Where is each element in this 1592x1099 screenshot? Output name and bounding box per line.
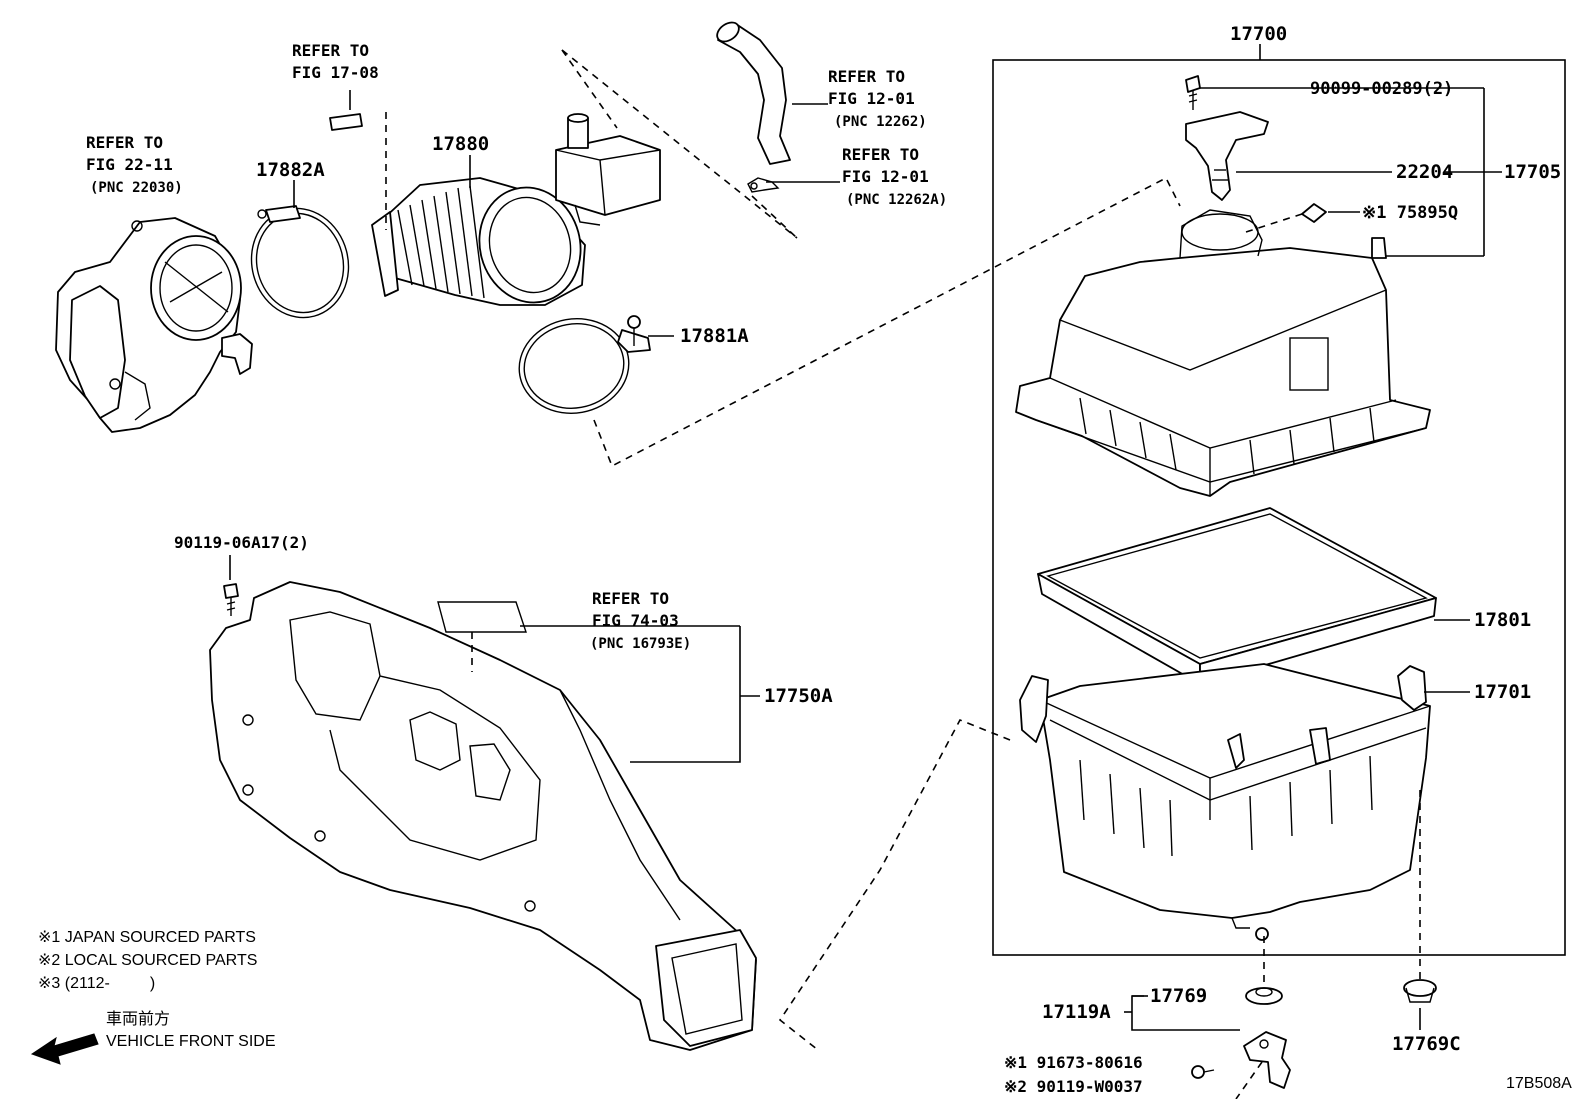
ref-fig1201b-line3: (PNC 12262A) xyxy=(846,192,947,208)
ref-fig1201b-line2: FIG 12-01 xyxy=(842,167,929,186)
callout-75895q: ※1 75895Q xyxy=(1362,203,1458,223)
legend-local-sourced: ※2 LOCAL SOURCED PARTS xyxy=(38,952,257,969)
ref-fig1708-line1: REFER TO xyxy=(292,41,369,60)
ref-fig1708-line2: FIG 17-08 xyxy=(292,63,379,82)
airflow-meter-22204-drawing xyxy=(1185,111,1269,201)
ref-fig2211-line3: (PNC 22030) xyxy=(90,180,183,196)
callout-17881a: 17881A xyxy=(680,325,749,347)
bolt-bottom-drawing xyxy=(1191,1065,1215,1079)
ref-fig2211-line1: REFER TO xyxy=(86,133,163,152)
resonator-drawing xyxy=(555,113,661,226)
callout-17882a: 17882A xyxy=(256,159,325,181)
bolt-90119-06a17-drawing xyxy=(223,583,239,616)
callout-90099-00289: 90099-00289(2) xyxy=(1310,79,1453,99)
ref-fig1201a-line3: (PNC 12262) xyxy=(834,114,927,130)
assembly-box-17700 xyxy=(992,59,1566,956)
grommet-17769c-drawing xyxy=(1403,979,1437,1003)
callout-90119-06a17: 90119-06A17(2) xyxy=(174,533,309,552)
vehicle-front-arrow-icon xyxy=(30,1033,99,1065)
ref-fig1201b-line1: REFER TO xyxy=(842,145,919,164)
callout-90119-w0037: ※2 90119-W0037 xyxy=(1004,1077,1143,1096)
clamp-17882a-drawing xyxy=(250,205,350,319)
callout-17705: 17705 xyxy=(1504,161,1561,183)
callout-17880: 17880 xyxy=(432,133,489,155)
callout-17801: 17801 xyxy=(1474,609,1531,631)
ref-fig1201a-line1: REFER TO xyxy=(828,67,905,86)
throttle-body-drawing xyxy=(55,217,253,433)
legend-direction-jp: 車両前方 xyxy=(106,1010,170,1028)
intake-hose-17880-drawing xyxy=(371,177,586,306)
breather-hose-drawing xyxy=(716,21,791,165)
bolt-90099-drawing xyxy=(1185,75,1201,110)
callout-22204: 22204 xyxy=(1396,161,1453,183)
ref-fig2211-line2: FIG 22-11 xyxy=(86,155,173,174)
legend-direction-en: VEHICLE FRONT SIDE xyxy=(106,1033,276,1050)
label-75895q-drawing xyxy=(1301,203,1327,223)
air-duct-17750a-drawing xyxy=(209,581,757,1051)
ref-fig7403-line1: REFER TO xyxy=(592,589,669,608)
legend-japan-sourced: ※1 JAPAN SOURCED PARTS xyxy=(38,929,256,946)
bracket-17119a-drawing xyxy=(1243,1031,1291,1089)
callout-17769: 17769 xyxy=(1150,985,1207,1007)
callout-17701: 17701 xyxy=(1474,681,1531,703)
legend-note-3: ※3 (2112- ) xyxy=(38,975,155,992)
callout-17750a: 17750A xyxy=(764,685,833,707)
drawing-code: 17B508A xyxy=(1506,1075,1572,1092)
callout-17700: 17700 xyxy=(1230,23,1287,45)
clamp-17881a-drawing xyxy=(518,315,651,414)
callout-17119a: 17119A xyxy=(1042,1001,1111,1023)
grommet-17769-drawing xyxy=(1245,987,1283,1005)
air-cleaner-case-drawing xyxy=(1019,663,1431,941)
filter-element-17801-drawing xyxy=(1037,507,1437,685)
clip-drawing xyxy=(747,177,780,193)
ref-fig7403-line2: FIG 74-03 xyxy=(592,611,679,630)
ref-fig1201a-line2: FIG 12-01 xyxy=(828,89,915,108)
ref-fig7403-line3: (PNC 16793E) xyxy=(590,636,691,652)
air-cleaner-cap-drawing xyxy=(1015,209,1431,497)
callout-91673-80616: ※1 91673-80616 xyxy=(1004,1053,1143,1072)
callout-17769c: 17769C xyxy=(1392,1033,1461,1055)
